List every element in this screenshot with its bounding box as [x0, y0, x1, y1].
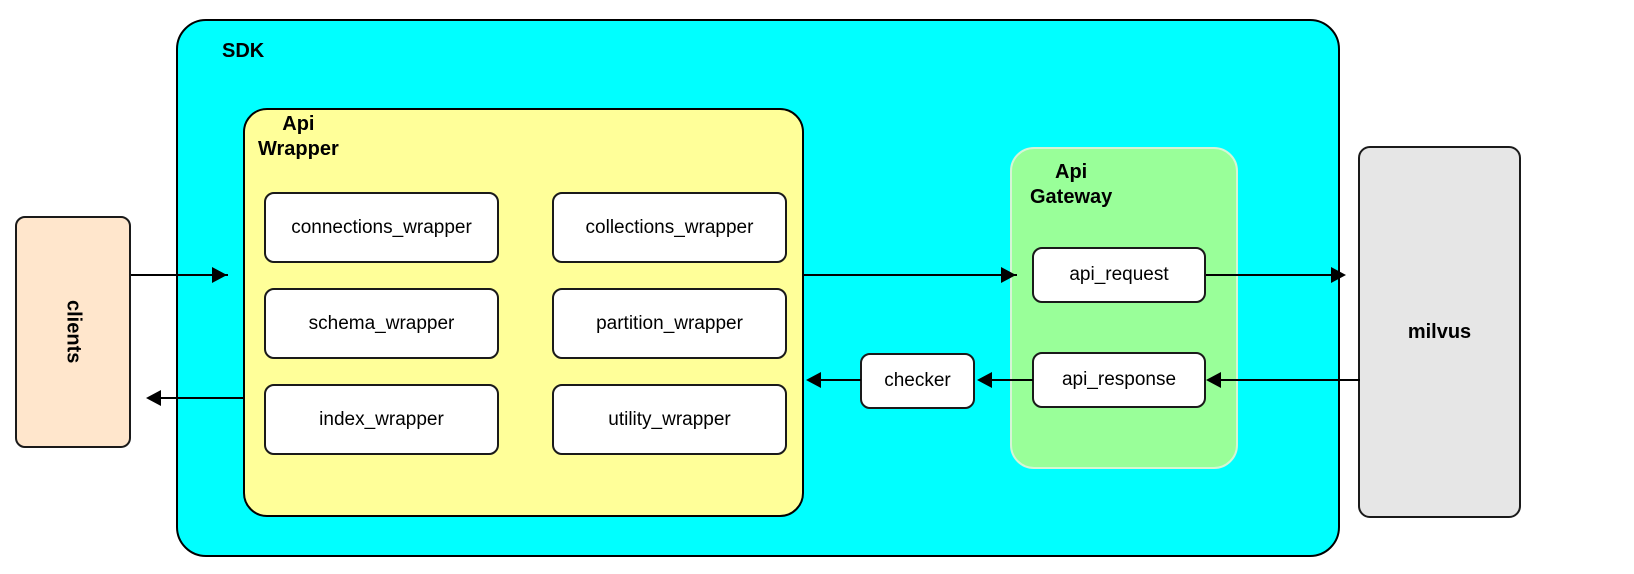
node-api-response[interactable]: api_response [1032, 352, 1206, 408]
edge-clients-to-api-wrapper-line [131, 274, 228, 276]
edge-api-response-to-checker-line [988, 379, 1033, 381]
group-sdk-label: SDK [222, 40, 265, 62]
edge-api-wrapper-to-clients-line [160, 397, 243, 399]
edge-milvus-to-api-response-line [1215, 379, 1360, 381]
node-collections-wrapper[interactable]: collections_wrapper [552, 192, 787, 263]
node-clients[interactable]: clients [15, 216, 131, 448]
edge-api-wrapper-to-clients-head [146, 390, 161, 406]
node-partition-wrapper[interactable]: partition_wrapper [552, 288, 787, 359]
edge-checker-to-api-wrapper-line [820, 379, 861, 381]
group-api-gateway-label: Api Gateway [1030, 161, 1113, 208]
group-api-gateway [1010, 147, 1238, 469]
node-api-request[interactable]: api_request [1032, 247, 1206, 303]
group-api-wrapper-label: Api Wrapper [258, 113, 339, 160]
node-checker[interactable]: checker [860, 353, 975, 409]
node-clients-label: clients [62, 300, 85, 364]
edge-clients-to-api-wrapper-head [212, 267, 227, 283]
node-index-wrapper[interactable]: index_wrapper [264, 384, 499, 455]
edge-api-request-to-milvus-line [1206, 274, 1342, 276]
node-utility-wrapper[interactable]: utility_wrapper [552, 384, 787, 455]
edge-api-response-to-checker-head [977, 372, 992, 388]
edge-api-wrapper-to-api-request-line [803, 274, 1017, 276]
edge-api-wrapper-to-api-request-head [1001, 267, 1016, 283]
edge-checker-to-api-wrapper-head [806, 372, 821, 388]
edge-milvus-to-api-response-head [1206, 372, 1221, 388]
edge-api-request-to-milvus-head [1331, 267, 1346, 283]
node-schema-wrapper[interactable]: schema_wrapper [264, 288, 499, 359]
node-milvus[interactable]: milvus [1358, 146, 1521, 518]
node-connections-wrapper[interactable]: connections_wrapper [264, 192, 499, 263]
